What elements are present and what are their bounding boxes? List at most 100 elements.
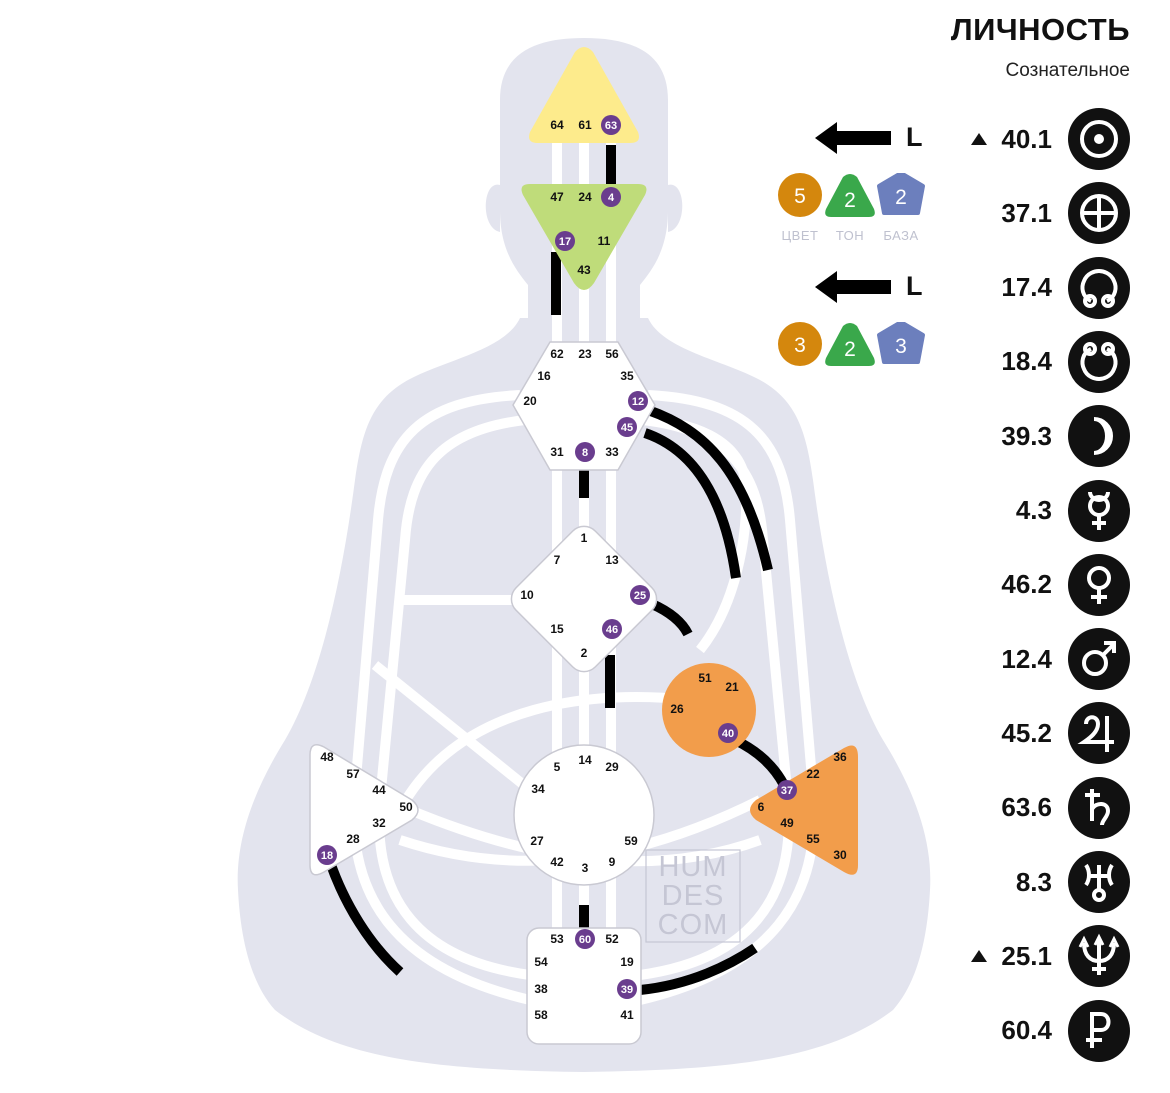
- gate-number: 3: [582, 861, 589, 875]
- gate-number: 19: [620, 955, 634, 969]
- base-badge: 2: [877, 171, 925, 215]
- gate-30: 30: [833, 848, 847, 862]
- gate-number: 44: [372, 783, 386, 797]
- gate-34: 34: [531, 782, 545, 796]
- watermark-line: DES: [662, 880, 725, 912]
- gate-activation-badge: [317, 845, 337, 865]
- gate-52: 52: [605, 932, 619, 946]
- gate-27: 27: [530, 834, 544, 848]
- gate-33: 33: [605, 445, 619, 459]
- gate-number: 57: [346, 767, 360, 781]
- gate-5: 5: [554, 760, 561, 774]
- sacral-center: [513, 744, 655, 886]
- watermark-frame: [645, 849, 741, 943]
- gate-2: 2: [581, 646, 588, 660]
- gate-number: 40: [722, 728, 734, 740]
- arrow-left-icon: [815, 122, 891, 154]
- planet-row-neptune: 25.1: [971, 925, 1130, 988]
- gate-activation-badge: [601, 187, 621, 207]
- mars-icon: [1068, 628, 1130, 691]
- gate-number: 36: [833, 750, 847, 764]
- gate-59: 59: [624, 834, 638, 848]
- gate-number: 9: [609, 855, 616, 869]
- color-badge: 3: [778, 322, 822, 366]
- planet-value: 63.6: [1001, 792, 1052, 823]
- gate-activation-badge: [601, 115, 621, 135]
- planet-gate-line: 8.3: [1015, 866, 1052, 897]
- gate-57: 57: [346, 767, 360, 781]
- gate-18: 18: [317, 845, 337, 865]
- planet-gate-line: 60.4: [1001, 1015, 1052, 1046]
- variable-arrow-row: L: [815, 267, 925, 307]
- gate-13: 13: [605, 553, 619, 567]
- gate-21: 21: [725, 680, 739, 694]
- gate-number: 46: [606, 624, 618, 636]
- gate-activation-badge: [777, 780, 797, 800]
- gate-9: 9: [609, 855, 616, 869]
- planet-gate-line: 18.4: [1001, 346, 1052, 377]
- planet-value: 39.3: [1001, 421, 1052, 452]
- gate-17: 17: [555, 231, 575, 251]
- gate-activation-badge: [628, 391, 648, 411]
- planet-row-north-node: 17.4: [1001, 256, 1130, 319]
- gate-20: 20: [523, 394, 537, 408]
- gate-number: 54: [534, 955, 548, 969]
- gate-55: 55: [806, 832, 820, 846]
- planet-row-saturn: 63.6: [1001, 776, 1130, 839]
- tone-value: 2: [844, 189, 856, 212]
- watermark-line: COM: [658, 909, 729, 941]
- gate-number: 11: [598, 234, 611, 248]
- gate-15: 15: [550, 622, 564, 636]
- gate-26: 26: [670, 702, 684, 716]
- gate-number: 56: [605, 347, 619, 361]
- gate-number: 10: [520, 588, 534, 602]
- planet-value: 25.1: [971, 941, 1052, 972]
- gate-12: 12: [628, 391, 648, 411]
- gate-62: 62: [550, 347, 564, 361]
- gate-number: 63: [605, 120, 617, 132]
- venus-icon: [1068, 553, 1130, 616]
- planet-row-venus: 46.2: [1001, 553, 1130, 616]
- throat-center: [512, 341, 656, 471]
- gate-61: 61: [578, 118, 592, 132]
- active-channel: [643, 428, 741, 579]
- mercury-icon: [1068, 479, 1130, 542]
- g-center: [510, 525, 658, 673]
- sun-icon: [1068, 108, 1130, 170]
- gate-28: 28: [346, 832, 360, 846]
- gate-number: 5: [554, 760, 561, 774]
- gate-number: 41: [620, 1008, 634, 1022]
- gate-49: 49: [780, 816, 794, 830]
- color-value: 5: [794, 185, 806, 208]
- gate-24: 24: [578, 190, 592, 204]
- variable-arrow-row: L: [815, 118, 925, 158]
- color-value: 3: [794, 334, 806, 357]
- active-channel: [639, 943, 758, 995]
- earth-icon: [1068, 182, 1130, 245]
- planet-gate-line: 63.6: [1001, 792, 1052, 823]
- gate-number: 51: [698, 671, 712, 685]
- gate-37: 37: [777, 780, 797, 800]
- planet-row-pluto: 60.4: [1001, 999, 1130, 1062]
- gate-29: 29: [605, 760, 619, 774]
- gate-number: 25: [634, 590, 646, 602]
- solar-plexus-center: [750, 745, 858, 875]
- gate-number: 18: [321, 850, 333, 862]
- gate-number: 38: [534, 982, 548, 996]
- saturn-icon: [1068, 776, 1130, 839]
- gate-40: 40: [718, 723, 738, 743]
- gate-1: 1: [581, 531, 588, 545]
- spleen-center: [309, 744, 419, 876]
- gate-number: 17: [559, 236, 571, 248]
- gate-activation-badge: [617, 979, 637, 999]
- conscious-subtitle: Сознательное: [1005, 60, 1130, 81]
- gate-32: 32: [372, 816, 386, 830]
- planet-value: 17.4: [1001, 272, 1052, 303]
- gate-number: 1: [581, 531, 588, 545]
- tone-badge: 2: [825, 323, 875, 366]
- root-center: [526, 927, 642, 1045]
